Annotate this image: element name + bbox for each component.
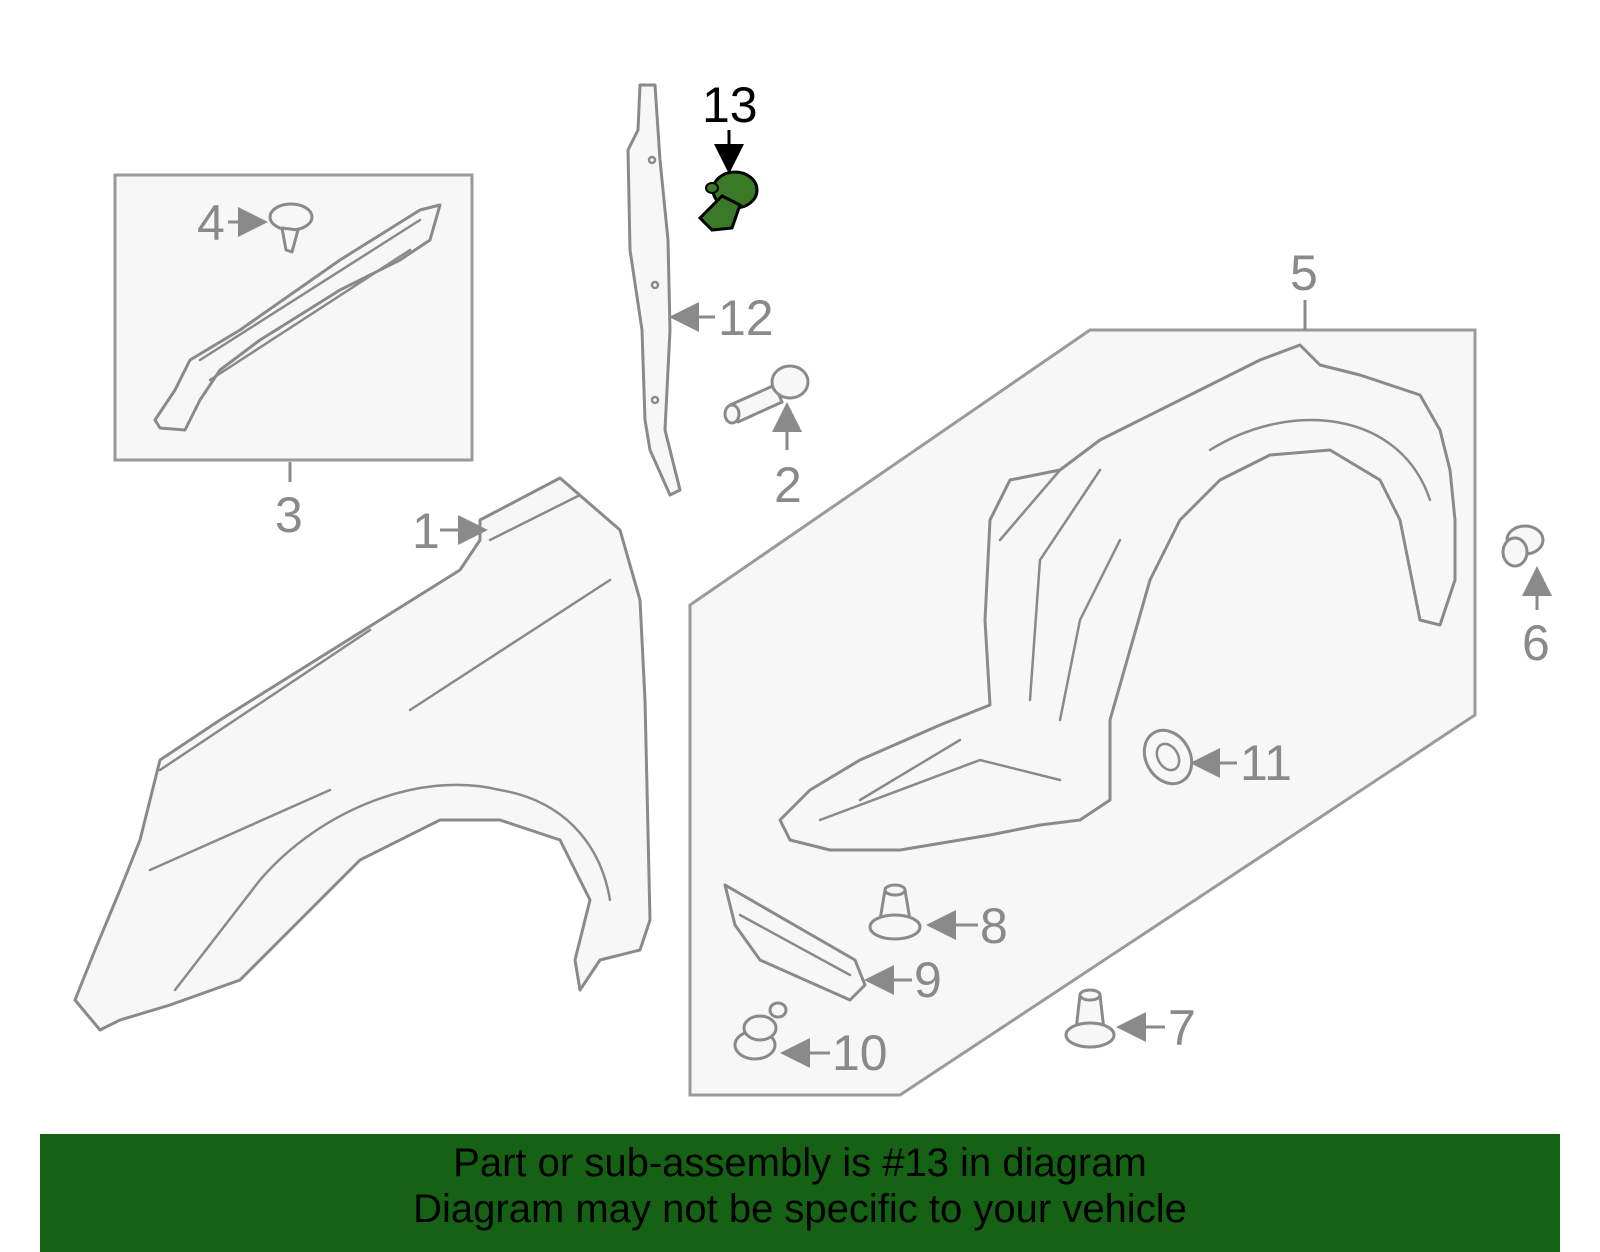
callout-10: 10 (832, 1025, 888, 1081)
callout-6: 6 (1522, 615, 1550, 671)
callout-9: 9 (914, 952, 942, 1008)
part-3-bracket[interactable] (153, 203, 442, 432)
part-1-fender[interactable] (73, 476, 652, 1032)
callout-3: 3 (275, 487, 303, 543)
callout-12: 12 (718, 290, 774, 346)
part-5-fender-liner[interactable] (778, 343, 1457, 852)
footer-line-1: Part or sub-assembly is #13 in diagram (453, 1141, 1147, 1185)
part-8-nut[interactable] (868, 883, 922, 941)
part-4-clip[interactable] (268, 202, 314, 254)
callout-8: 8 (980, 898, 1008, 954)
part-11-grommet[interactable] (1135, 722, 1201, 792)
callout-11: 11 (1240, 735, 1292, 791)
part-2-bolt[interactable] (723, 364, 810, 425)
callout-5: 5 (1290, 245, 1318, 301)
footer-line-2: Diagram may not be specific to your vehi… (413, 1187, 1187, 1231)
part-10-clip[interactable] (733, 1001, 788, 1061)
part-9-flap[interactable] (723, 883, 867, 1002)
part-6-clip[interactable] (1501, 524, 1545, 568)
parts-diagram: 13 4 12 2 3 1 5 6 11 8 9 10 7 (73, 77, 1552, 1097)
footer-banner: Part or sub-assembly is #13 in diagram D… (40, 1134, 1560, 1252)
part-7-nut[interactable] (1064, 988, 1116, 1049)
callout-13: 13 (702, 77, 758, 133)
callout-4: 4 (197, 195, 225, 251)
part-12-seal-strip[interactable] (626, 83, 682, 497)
callout-7: 7 (1168, 1000, 1196, 1056)
callout-1: 1 (412, 503, 440, 559)
part-13-clip[interactable] (697, 170, 759, 232)
callout-2: 2 (774, 457, 802, 513)
